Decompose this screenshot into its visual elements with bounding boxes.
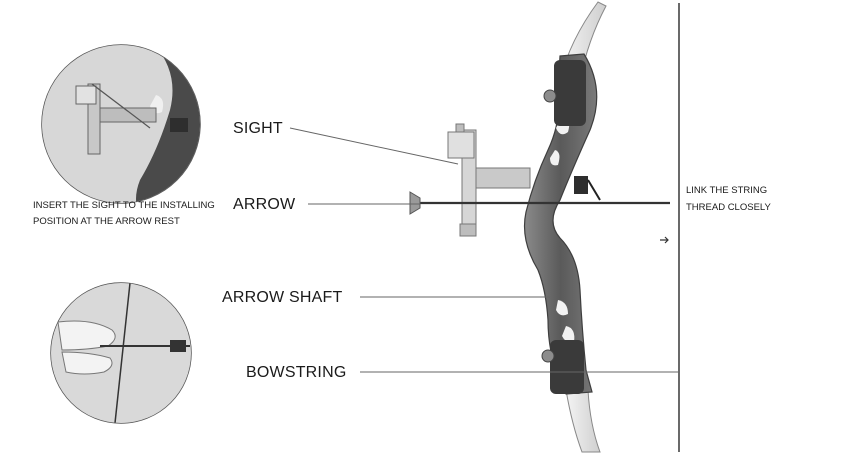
sight-leader bbox=[289, 127, 459, 165]
riser-cutout bbox=[556, 300, 568, 316]
sight-pin bbox=[455, 123, 465, 133]
sight-bottom bbox=[459, 223, 477, 237]
riser-cutout bbox=[562, 326, 575, 343]
lower-limb bbox=[565, 389, 601, 453]
arrow-suction-tip bbox=[409, 191, 421, 215]
lower-limb-pocket bbox=[550, 340, 584, 394]
limb-bolt bbox=[543, 89, 557, 103]
string-note-line1: LINK THE STRING bbox=[686, 185, 768, 196]
arrow-mark-icon bbox=[660, 236, 669, 244]
bowstring-label: BOWSTRING bbox=[246, 364, 347, 381]
bowstring-grip-inset bbox=[50, 282, 192, 424]
string-note-line2: THREAD CLOSELY bbox=[686, 202, 771, 213]
upper-limb-pocket bbox=[554, 60, 586, 126]
arrow-shaft-label: ARROW SHAFT bbox=[222, 289, 343, 306]
riser-cutout bbox=[550, 150, 560, 166]
install-note-line2: POSITION AT THE ARROW REST bbox=[33, 216, 180, 227]
sight-block bbox=[447, 131, 475, 159]
limb-bolt bbox=[541, 349, 555, 363]
arrow-rest bbox=[574, 176, 588, 194]
arrow-label: ARROW bbox=[233, 196, 296, 213]
arrow-rest-arm bbox=[587, 179, 601, 201]
sight-install-inset bbox=[41, 44, 201, 204]
bow-riser bbox=[523, 53, 598, 395]
install-note-line1: INSERT THE SIGHT TO THE INSTALLING bbox=[33, 200, 215, 211]
sight-label: SIGHT bbox=[233, 120, 283, 137]
